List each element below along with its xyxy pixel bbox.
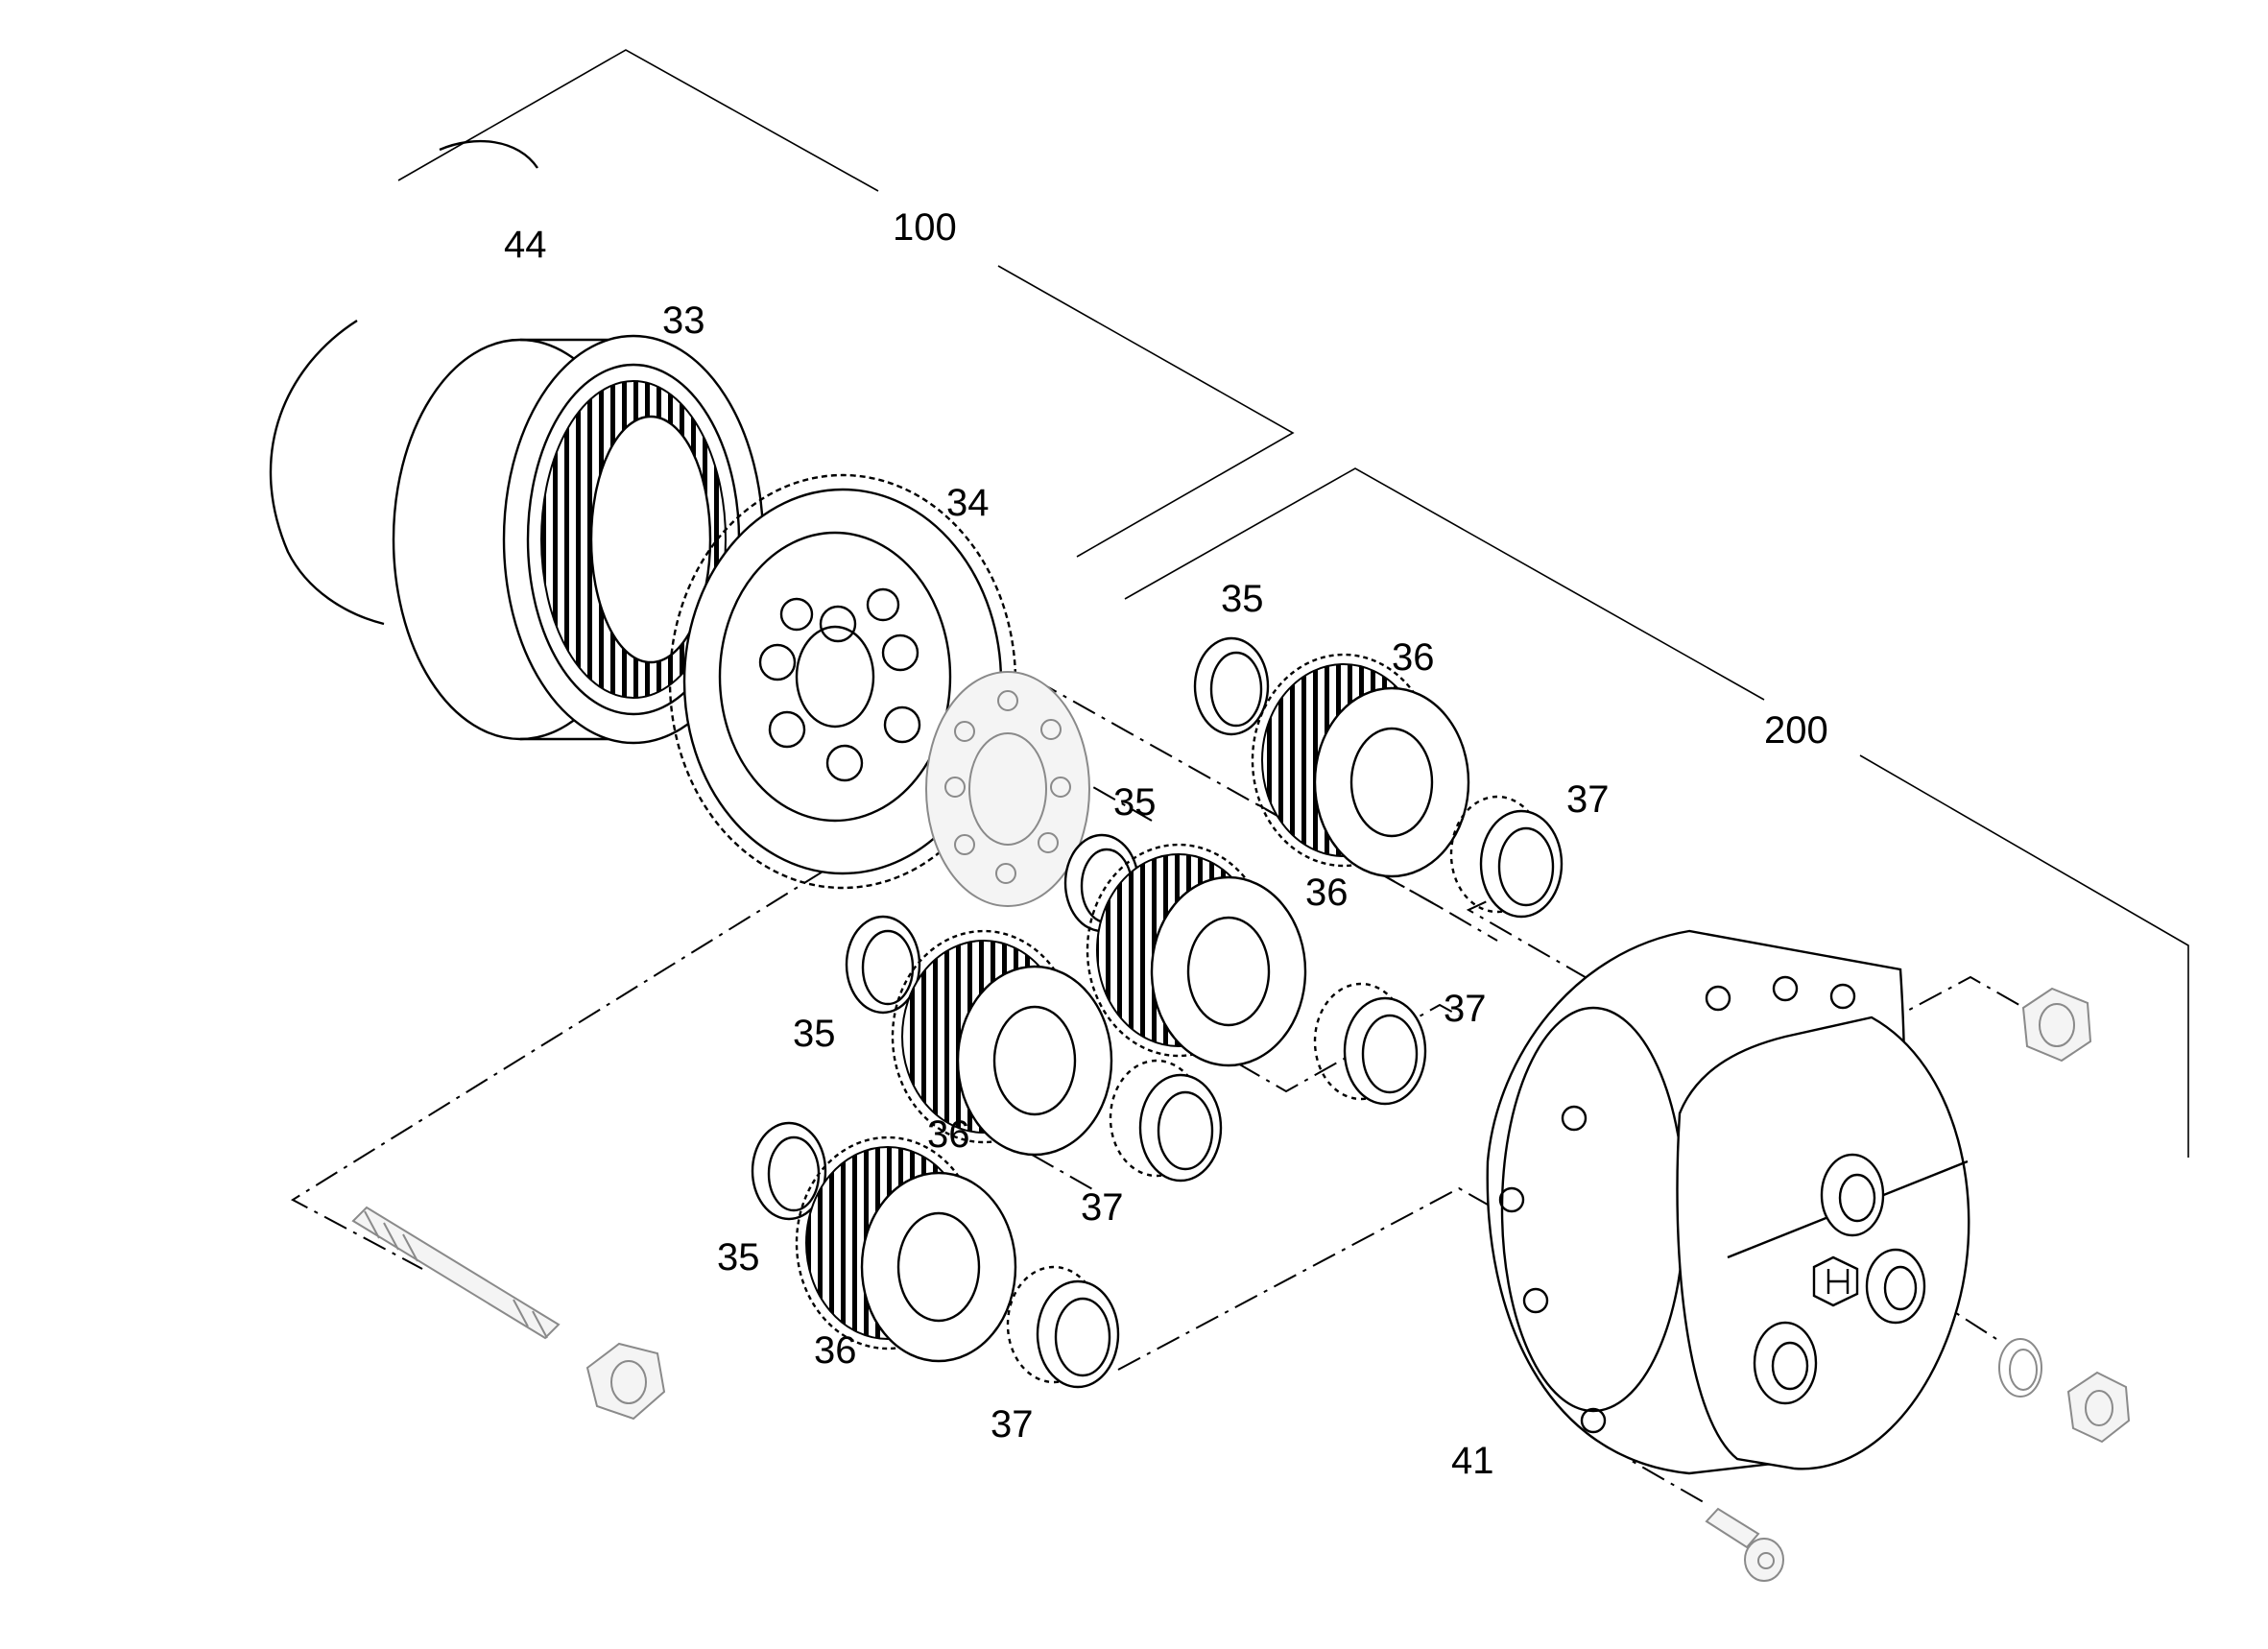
- drain-plug-grey: [2066, 1371, 2131, 1444]
- callout-44: 44: [504, 224, 547, 266]
- part-37-needle-bearing-a: [1449, 795, 1564, 919]
- part-36-planet-gear-b: [1086, 843, 1307, 1067]
- hex-socket-screw-grey: [1705, 1507, 1784, 1582]
- callout-35-d: 35: [717, 1236, 760, 1279]
- callout-35-c: 35: [793, 1013, 836, 1055]
- callout-35-a: 35: [1221, 578, 1264, 620]
- callout-labels: 100 200 44 33 34 35 35 35 35 36 36 36 36…: [504, 206, 1828, 1482]
- part-35-circlip-c: [845, 915, 921, 1015]
- callout-35-b: 35: [1113, 781, 1157, 824]
- part-36-planet-gear-d: [795, 1135, 1017, 1363]
- thrust-washer-grey: [925, 671, 1090, 907]
- callout-36-c: 36: [927, 1113, 970, 1156]
- part-37-needle-bearing-c: [1109, 1059, 1223, 1183]
- callout-36-d: 36: [814, 1329, 857, 1372]
- group-bracket-100: [397, 49, 1295, 558]
- part-41-hub-housing: [1486, 929, 1970, 1475]
- callout-36-b: 36: [1305, 872, 1349, 914]
- callout-37-c: 37: [1081, 1186, 1124, 1229]
- group-bracket-200: [1124, 467, 2189, 1158]
- callout-41: 41: [1451, 1440, 1494, 1482]
- part-44-snap-wire: [269, 139, 538, 626]
- callout-200: 200: [1764, 709, 1828, 752]
- sealing-washer-grey: [1998, 1338, 2042, 1398]
- part-35-circlip-a: [1193, 636, 1270, 736]
- callout-37-d: 37: [991, 1403, 1034, 1446]
- part-34-planet-carrier: [668, 473, 1017, 890]
- callout-37-b: 37: [1444, 988, 1487, 1030]
- part-36-planet-gear-a: [1251, 653, 1470, 878]
- part-37-needle-bearing-b: [1313, 982, 1427, 1106]
- callout-37-a: 37: [1566, 778, 1610, 821]
- callout-34: 34: [946, 482, 990, 524]
- stud-bolt-and-nut: [351, 1206, 666, 1421]
- callout-100: 100: [893, 206, 957, 249]
- brand-logo-icon: [1812, 1255, 1859, 1307]
- callout-36-a: 36: [1392, 636, 1435, 679]
- part-37-needle-bearing-d: [1006, 1265, 1120, 1389]
- wheel-nut-grey: [2021, 987, 2092, 1063]
- callout-33: 33: [662, 299, 705, 342]
- part-36-planet-gear-c: [891, 929, 1113, 1157]
